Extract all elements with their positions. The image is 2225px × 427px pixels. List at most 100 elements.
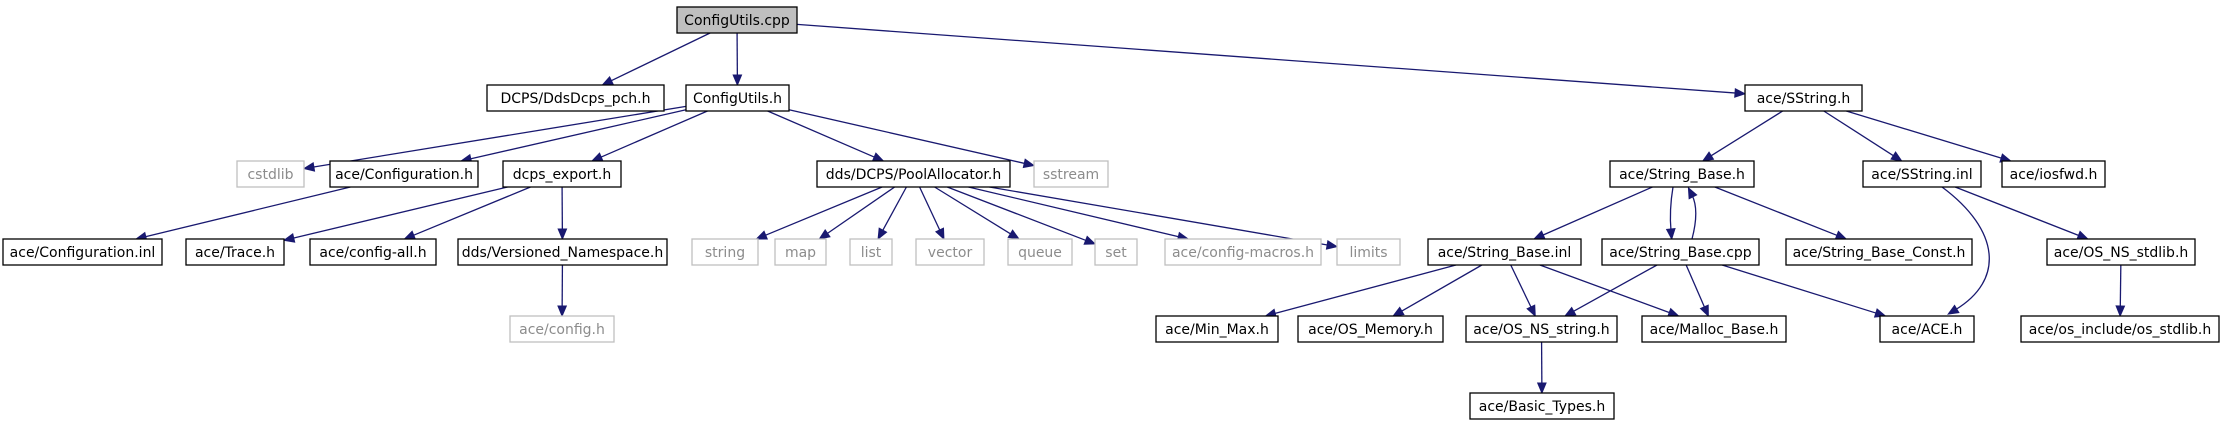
node-ace-h[interactable]: ace/ACE.h: [1879, 315, 1975, 343]
node-label: ace/String_Base_Const.h: [1793, 245, 1966, 261]
edge-arrowhead: [557, 305, 568, 318]
node-label: ace/config-macros.h: [1172, 245, 1314, 261]
node-label: ace/Malloc_Base.h: [1650, 322, 1779, 338]
node-box: [1427, 238, 1582, 266]
edge-line: [412, 186, 531, 237]
edge-string_base_inl-to-min_max: [1264, 264, 1457, 319]
edge-string_base_cpp-to-string_base_h: [1687, 186, 1698, 240]
node-label: ace/OS_NS_string.h: [1473, 322, 1609, 338]
edge-line: [469, 109, 687, 160]
node-box: [1164, 238, 1322, 266]
node-list: list: [849, 238, 893, 266]
node-string-base-h[interactable]: ace/String_Base.h: [1609, 160, 1755, 188]
node-box: [1465, 315, 1618, 343]
edge-line: [1542, 186, 1653, 236]
node-label: ace/iosfwd.h: [2010, 167, 2098, 183]
node-config-all[interactable]: ace/config-all.h: [309, 238, 437, 266]
node-dcps-export[interactable]: dcps_export.h: [502, 160, 622, 188]
node-box: [502, 160, 622, 188]
node-malloc-base[interactable]: ace/Malloc_Base.h: [1641, 315, 1787, 343]
node-box: [1744, 84, 1863, 112]
edge-configutils_h-to-cstdlib: [302, 105, 687, 172]
node-box: [2046, 238, 2196, 266]
node-basic-types[interactable]: ace/Basic_Types.h: [1469, 392, 1615, 420]
edge-string_base_inl-to-os_memory: [1392, 264, 1483, 317]
node-box: [486, 84, 665, 112]
node-box: [509, 315, 615, 343]
node-poolallocator[interactable]: dds/DCPS/PoolAllocator.h: [816, 160, 1011, 188]
node-label: sstream: [1043, 167, 1099, 183]
node-box: [2020, 315, 2220, 343]
edge-line: [144, 186, 351, 238]
node-label: ace/Configuration.h: [335, 167, 473, 183]
node-string-base-inl[interactable]: ace/String_Base.inl: [1427, 238, 1582, 266]
node-box: [774, 238, 827, 266]
edge-arrowhead: [1526, 304, 1536, 318]
edge-versioned_ns-to-config_h: [557, 264, 568, 318]
edge-line: [1691, 194, 1697, 240]
node-box: [1601, 238, 1760, 266]
node-box: [2, 238, 163, 266]
edge-string_base_h-to-string_base_cpp: [1665, 186, 1676, 241]
edge-arrowhead: [403, 230, 417, 240]
node-label: string: [705, 245, 745, 261]
edge-poolallocator-to-limits: [989, 186, 1339, 250]
edge-arrowhead: [1007, 229, 1021, 240]
node-sstring-inl[interactable]: ace/SString.inl: [1862, 160, 1982, 188]
node-iosfwd[interactable]: ace/iosfwd.h: [2001, 160, 2106, 188]
node-label: ace/Basic_Types.h: [1479, 399, 1605, 415]
edge-line: [1510, 264, 1532, 309]
edge-line: [1846, 110, 2003, 160]
node-trace-h[interactable]: ace/Trace.h: [185, 238, 285, 266]
node-box: [915, 238, 985, 266]
node-os-ns-string[interactable]: ace/OS_NS_string.h: [1465, 315, 1618, 343]
edge-sstring_h-to-string_base_h: [1701, 110, 1784, 162]
node-cstdlib: cstdlib: [236, 160, 305, 188]
edge-line: [2119, 264, 2122, 308]
edge-arrowhead: [557, 228, 568, 241]
edge-arrowhead: [1734, 88, 1747, 98]
edge-line: [312, 105, 687, 168]
edge-arrowhead: [1890, 151, 1903, 162]
edge-dcps_export-to-trace_h: [282, 186, 508, 243]
edge-line: [796, 23, 1737, 94]
edge-poolallocator-to-string: [755, 186, 883, 240]
node-os-memory[interactable]: ace/OS_Memory.h: [1297, 315, 1444, 343]
edge-arrowhead: [1083, 235, 1097, 245]
node-label: cstdlib: [247, 167, 293, 183]
node-ddsdcps-pch[interactable]: DCPS/DdsDcps_pch.h: [486, 84, 665, 112]
node-box: [685, 84, 790, 112]
edge-line: [764, 186, 883, 237]
node-map: map: [774, 238, 827, 266]
node-versioned-ns[interactable]: dds/Versioned_Namespace.h: [457, 238, 668, 266]
edge-poolallocator-to-set: [947, 186, 1097, 245]
node-box: [1094, 238, 1138, 266]
edge-arrowhead: [1834, 230, 1848, 240]
node-string-base-const[interactable]: ace/String_Base_Const.h: [1785, 238, 1973, 266]
node-configuration-h[interactable]: ace/Configuration.h: [329, 160, 479, 188]
node-configutils-h[interactable]: ConfigUtils.h: [685, 84, 790, 112]
node-box: [1879, 315, 1975, 343]
edge-sstring_inl-to-os_ns_stdlib: [1954, 186, 2090, 240]
edge-poolallocator-to-vector: [918, 186, 945, 241]
node-box: [1785, 238, 1973, 266]
edge-line: [1572, 264, 1658, 313]
edge-arrowhead: [732, 74, 743, 87]
edge-arrowhead: [1532, 230, 1546, 240]
edge-configutils_cpp-to-sstring_h: [796, 23, 1747, 98]
edge-poolallocator-to-map: [818, 186, 896, 240]
node-box: [329, 160, 479, 188]
node-label: ace/OS_NS_stdlib.h: [2054, 245, 2189, 261]
node-os-ns-stdlib[interactable]: ace/OS_NS_stdlib.h: [2046, 238, 2196, 266]
edge-configutils_cpp-to-ddsdcps_pch: [601, 32, 711, 86]
node-sstring-h[interactable]: ace/SString.h: [1744, 84, 1863, 112]
edge-sstring_inl-to-ace_h: [1941, 186, 1990, 315]
edge-dcps_export-to-config_all: [403, 186, 531, 240]
node-min-max[interactable]: ace/Min_Max.h: [1155, 315, 1279, 343]
node-box: [309, 238, 437, 266]
node-configuration-inl[interactable]: ace/Configuration.inl: [2, 238, 163, 266]
node-label: ace/os_include/os_stdlib.h: [2029, 322, 2211, 338]
node-string-base-cpp[interactable]: ace/String_Base.cpp: [1601, 238, 1760, 266]
node-os-stdlib[interactable]: ace/os_include/os_stdlib.h: [2020, 315, 2220, 343]
node-box: [1469, 392, 1615, 420]
